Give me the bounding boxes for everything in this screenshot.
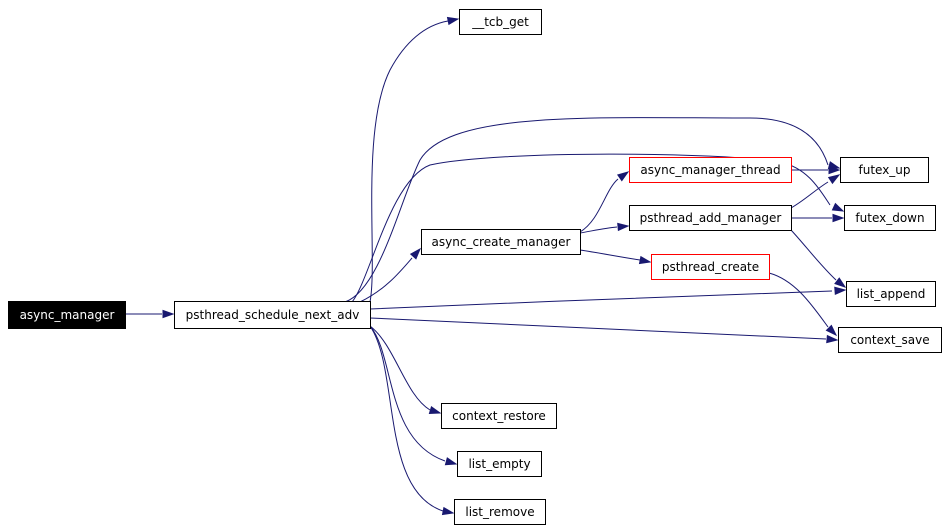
edges-layer [125,16,847,516]
edge-line [790,229,837,281]
edge-line [369,325,431,411]
arrowhead [617,222,630,232]
edge-line [790,181,829,209]
node-label: list_remove [465,505,534,519]
edge-line [351,153,831,303]
arrowhead [826,334,839,344]
edge-psthread_schedule_next_adv-to-context_restore [369,325,442,415]
node-context-save[interactable]: context_save [838,327,942,353]
arrowhead [834,286,847,295]
node-label: psthread_add_manager [640,211,782,225]
node-label: psthread_schedule_next_adv [186,308,360,322]
node-box [838,327,942,353]
node-box [441,403,557,429]
edge-psthread_add_manager-to-futex_up [790,174,841,209]
node-box [846,281,936,307]
edge-line [369,325,444,512]
edge-line [579,249,641,261]
node-box [459,9,542,35]
edge-async_create_manager-to-psthread_create [579,249,652,265]
edge-line [344,117,829,303]
node-tcb-get[interactable]: __tcb_get [459,9,542,35]
edge-psthread_schedule_next_adv-to-list_empty [369,325,458,466]
node-label: futex_down [855,211,924,225]
node-label: async_manager [20,308,115,322]
node-list-append[interactable]: list_append [846,281,936,307]
node-futex-down[interactable]: futex_down [844,205,936,231]
node-box [8,301,126,329]
node-label: async_manager_thread [640,163,780,177]
node-psthread-create[interactable]: psthread_create [651,254,770,280]
node-box [421,229,581,255]
node-box [457,451,542,477]
node-box [174,301,371,329]
arrowhead [444,457,458,466]
node-psthread-schedule-next-adv[interactable]: psthread_schedule_next_adv [174,301,371,329]
arrowhead [828,165,841,175]
edge-psthread_schedule_next_adv-to-list_append [369,286,847,310]
edge-psthread_schedule_next_adv-to-tcb_get [369,16,460,303]
edge-async_create_manager-to-psthread_add_manager [579,222,630,234]
arrowhead [834,277,847,288]
node-label: list_append [857,287,926,301]
arrowhead [827,174,841,185]
edge-psthread_schedule_next_adv-to-futex_down [351,153,845,303]
edge-line [579,226,618,234]
arrowhead [446,16,460,26]
node-label: futex_up [858,163,910,177]
edge-line [369,290,833,310]
arrowhead [832,213,845,223]
edge-async_manager_thread-to-futex_up [791,165,841,175]
node-box [651,254,770,280]
arrowhead [441,506,455,516]
arrowhead [616,171,630,182]
node-psthread-add-manager[interactable]: psthread_add_manager [629,205,792,231]
node-async-manager[interactable]: async_manager [8,301,126,329]
node-list-empty[interactable]: list_empty [457,451,542,477]
edge-line [768,272,829,328]
node-box [840,157,929,183]
node-label: context_save [850,333,929,347]
nodes-layer: async_manager psthread_schedule_next_adv _… [8,9,942,525]
edge-async_manager-to-psthread_schedule_next_adv [125,309,175,319]
node-box [629,205,792,231]
edge-psthread_schedule_next_adv-to-async_create_manager [359,247,422,303]
node-box [629,157,792,183]
edge-psthread_create-to-context_save [768,272,838,337]
node-async-manager-thread[interactable]: async_manager_thread [629,157,792,183]
node-futex-up[interactable]: futex_up [840,157,929,183]
node-context-restore[interactable]: context_restore [441,403,557,429]
node-label: list_empty [468,457,530,471]
node-label: async_create_manager [432,235,571,249]
edge-line [579,178,619,233]
arrowhead [162,309,175,319]
node-list-remove[interactable]: list_remove [454,499,546,525]
edge-line [369,20,449,303]
arrowhead [428,405,442,415]
arrowhead [409,247,422,260]
node-label: __tcb_get [471,15,529,29]
node-label: psthread_create [662,260,759,274]
edge-psthread_add_manager-to-list_append [790,229,847,288]
edge-line [359,257,413,303]
arrowhead [638,255,652,265]
edge-psthread_schedule_next_adv-to-context_save [369,317,839,344]
node-box [844,205,936,231]
edge-line [369,325,446,462]
node-async-create-manager[interactable]: async_create_manager [421,229,581,255]
edge-async_create_manager-to-async_manager_thread [579,171,630,233]
arrowhead [831,202,845,212]
arrowhead [825,324,838,337]
node-box [454,499,546,525]
edge-psthread_schedule_next_adv-to-list_remove [369,325,455,516]
node-label: context_restore [452,409,546,423]
edge-line [369,317,827,340]
edge-psthread_add_manager-to-futex_down [791,213,845,223]
